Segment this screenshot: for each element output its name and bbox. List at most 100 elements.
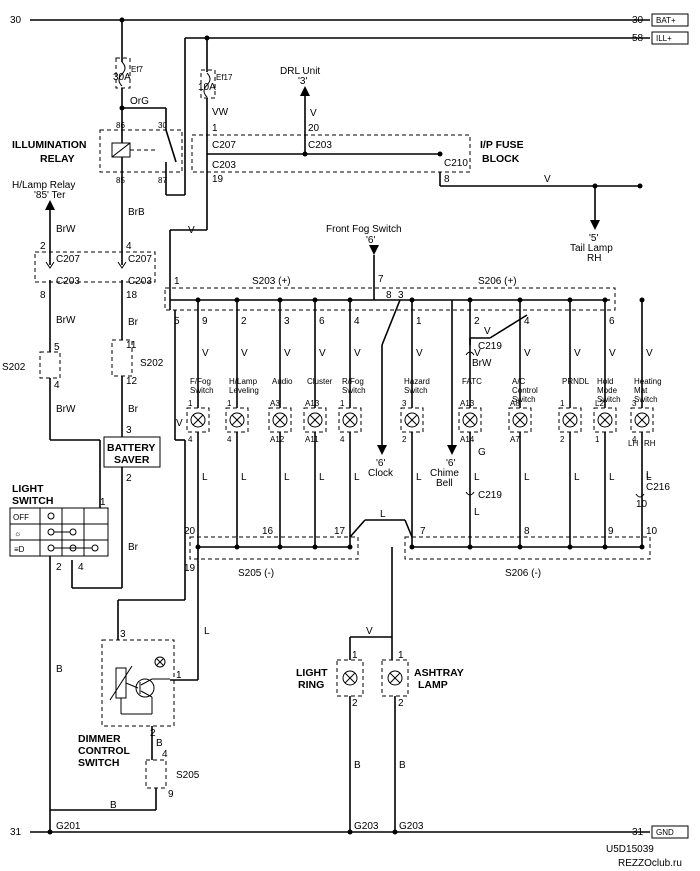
- wire-l-label: L: [241, 472, 247, 483]
- lamp-bottom-pin: 4: [340, 435, 345, 444]
- ef17-name: Ef17: [216, 73, 233, 82]
- s205-pin20: 20: [184, 526, 196, 537]
- bat-tag: BAT+: [656, 16, 676, 25]
- lamp-top-pin: 1: [227, 399, 232, 408]
- lamp-name: Cluster: [307, 377, 333, 386]
- conn-c203-a: C203: [56, 276, 80, 287]
- lamp-top-pin: 3: [632, 399, 637, 408]
- indicator-lamp: [307, 412, 323, 428]
- wire-v-label: V: [241, 348, 248, 359]
- gnd-right-number: 31: [632, 827, 644, 838]
- bat-rail-left-number: 30: [10, 15, 22, 26]
- drop-pin: 3: [284, 316, 290, 327]
- conn-p2: 2: [40, 241, 46, 252]
- lamp-name: Switch: [597, 395, 621, 404]
- fb-title-1: I/P FUSE: [480, 139, 524, 151]
- ef7-rating: 30A: [113, 72, 131, 83]
- c207-c203-connector: [34, 251, 156, 283]
- bs-pin2: 2: [126, 473, 132, 484]
- dimmer-title-1: DIMMER: [78, 733, 121, 745]
- dimmer-title-2: CONTROL: [78, 745, 130, 757]
- ef7-name: Ef7: [131, 65, 144, 74]
- indicator-lamp: [462, 412, 478, 428]
- dimmer-pin2: 2: [150, 728, 156, 739]
- drop-pin: 2: [241, 316, 247, 327]
- wire-v-label: V: [284, 348, 291, 359]
- wire-brb: BrB: [128, 207, 145, 218]
- hlamp-relay-2: '85' Ter: [34, 190, 66, 201]
- ashtray-lamp: [387, 670, 403, 686]
- battery-saver-box: [103, 436, 161, 468]
- fb-c203-left: C203: [212, 160, 236, 171]
- lamp-name: Switch: [342, 386, 366, 395]
- light-switch-box: [9, 507, 109, 557]
- wire-v-tail: V: [544, 174, 551, 185]
- wire-b-ash: B: [399, 760, 406, 771]
- relay-pin87: 87: [158, 176, 167, 185]
- clock-label: Clock: [368, 468, 394, 479]
- lamp-bottom-pin: A14: [460, 435, 475, 444]
- wire-l-label: L: [646, 472, 652, 483]
- lamp-top-pin: L2: [595, 399, 604, 408]
- ls-pin2: 2: [56, 562, 62, 573]
- wire-l-label: L: [474, 472, 480, 483]
- lamp-name: Hold: [597, 377, 613, 386]
- wire-l-label: L: [354, 472, 360, 483]
- gnd-tag: GND: [656, 828, 674, 837]
- ashtray-box: [381, 659, 409, 697]
- relay-pin85: 85: [116, 176, 125, 185]
- indicator-lamp: [404, 412, 420, 428]
- lamp-top-pin: A8: [510, 399, 520, 408]
- fb-c203-right: C203: [308, 140, 332, 151]
- s206-pin3: 3: [398, 290, 404, 301]
- wire-br-3: Br: [128, 542, 139, 553]
- ground-g203-b: G203: [399, 821, 424, 832]
- lamp-cross: [564, 414, 576, 426]
- s203-pin8: 8: [386, 290, 392, 301]
- wire-l-label: L: [284, 472, 290, 483]
- heat-lh: LH: [628, 439, 638, 448]
- lamp-bottom-pin: A12: [270, 435, 285, 444]
- drop-pin: 9: [202, 316, 208, 327]
- indicator-lamp: [634, 412, 650, 428]
- s202-left-p4: 4: [54, 380, 60, 391]
- gnd-left-number: 31: [10, 827, 22, 838]
- splice-dot: [234, 297, 240, 303]
- c216-label: C216: [646, 482, 670, 493]
- indicator-lamp: [190, 412, 206, 428]
- ashtray-2: LAMP: [418, 679, 448, 691]
- illumination-relay-box: [99, 129, 183, 173]
- relay-title-2: RELAY: [40, 153, 75, 165]
- drop-pin: 4: [524, 316, 530, 327]
- footer-site: REZZOclub.ru: [618, 858, 682, 869]
- wire-v-label: V: [524, 348, 531, 359]
- ef17-rating: 10A: [198, 82, 216, 93]
- dimmer-transistor: [135, 678, 155, 698]
- lamp-cross: [231, 414, 243, 426]
- ashtray-pin1: 1: [398, 650, 404, 661]
- s206-pin7: 7: [420, 526, 426, 537]
- splice-dot: [195, 297, 201, 303]
- lamp-top-pin: A13: [305, 399, 320, 408]
- wire-v-label: V: [474, 348, 481, 359]
- wire-v-label: V: [646, 348, 653, 359]
- wire-l-fatc: L: [474, 507, 480, 518]
- fb-c210: C210: [444, 158, 468, 169]
- wire-l-label: L: [202, 472, 208, 483]
- lamp-bottom-pin: 2: [560, 435, 565, 444]
- wire-v-label: V: [609, 348, 616, 359]
- lamp-name: Mat: [634, 386, 648, 395]
- splice-dot: [602, 297, 608, 303]
- tail-line1: Tail Lamp: [570, 243, 613, 254]
- wire-br-2: Br: [128, 404, 139, 415]
- light-switch-title-1: LIGHT: [12, 483, 44, 495]
- drl-ref: '3': [298, 76, 307, 87]
- heat-rh: RH: [644, 439, 656, 448]
- conn-c203-b: C203: [128, 276, 152, 287]
- ls-headlamp-icon: ≡D: [14, 545, 25, 554]
- bs-pin3: 3: [126, 425, 132, 436]
- splice-dot: [567, 297, 573, 303]
- wire-l-bridge: L: [380, 509, 386, 520]
- s206-minus-label: S206 (-): [505, 568, 541, 579]
- indicator-lamp: [597, 412, 613, 428]
